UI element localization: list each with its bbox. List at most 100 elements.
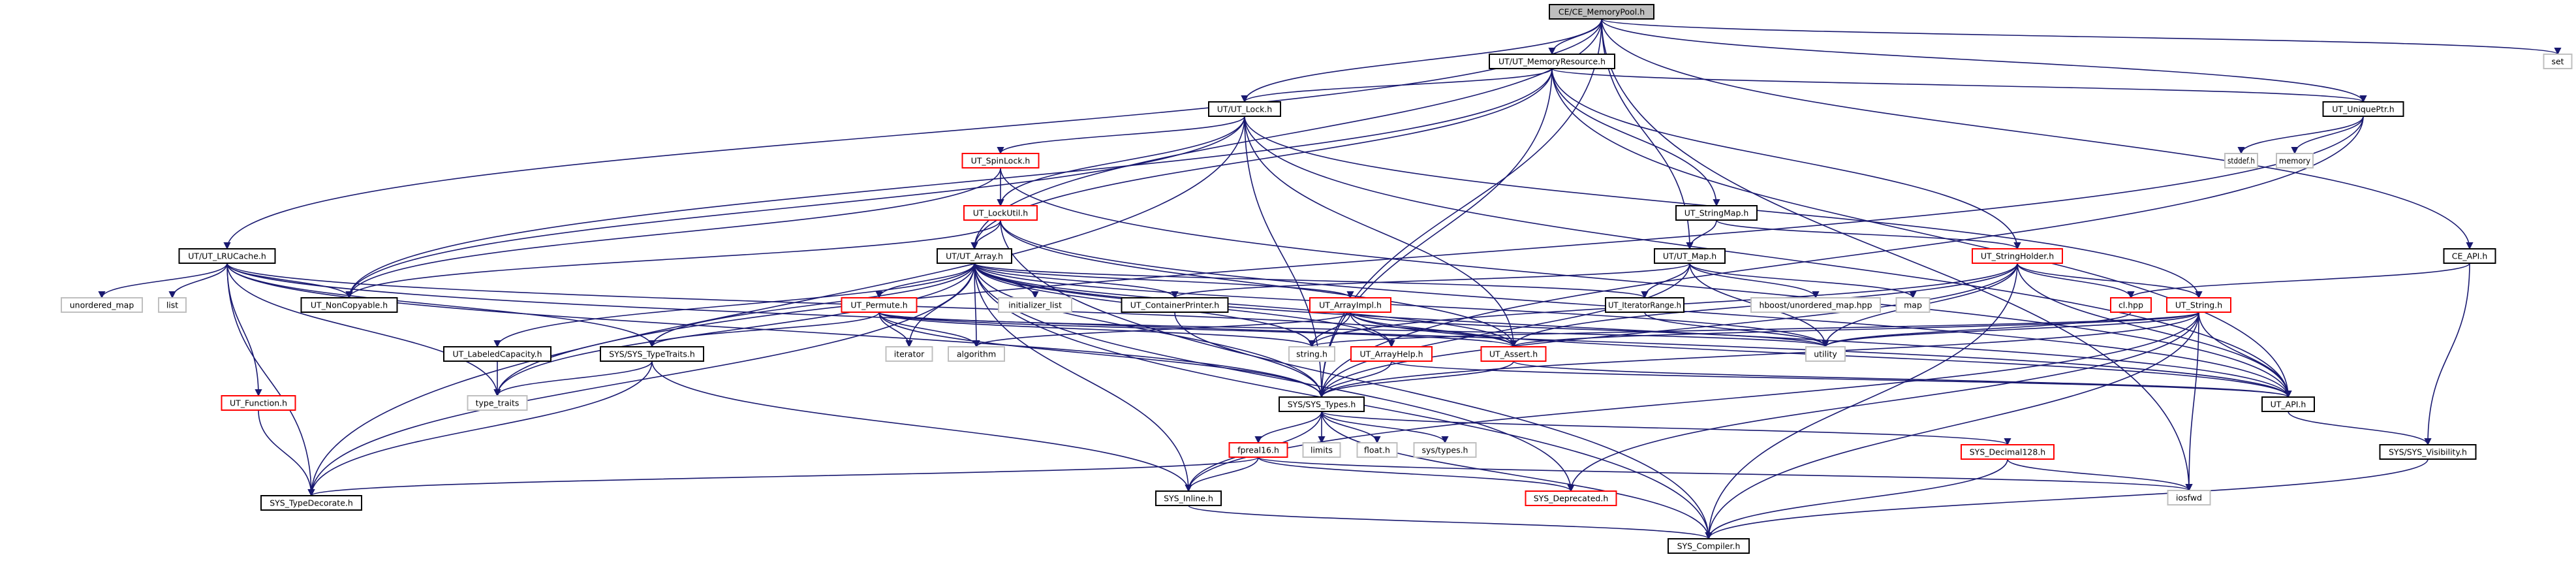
edge-path bbox=[905, 263, 975, 348]
edge-path bbox=[1641, 263, 1690, 299]
node-label: SYS_Deprecated.h bbox=[1534, 494, 1609, 504]
node-decimal128[interactable]: SYS_Decimal128.h bbox=[1961, 444, 2055, 460]
edge-path bbox=[493, 263, 975, 348]
edge-array-to-permute bbox=[875, 263, 975, 299]
edge-array-to-iterator bbox=[905, 263, 975, 348]
edge-path bbox=[307, 116, 1245, 497]
edge-utstring-to-iosfwd bbox=[2185, 312, 2199, 492]
node-spinlock[interactable]: UT_SpinLock.h bbox=[961, 153, 1040, 168]
node-root[interactable]: CE/CE_MemoryPool.h bbox=[1549, 4, 1654, 20]
edge-path bbox=[970, 219, 1001, 250]
node-arrayhelp[interactable]: UT_ArrayHelp.h bbox=[1350, 346, 1433, 362]
node-box bbox=[1525, 490, 1617, 506]
node-deprecated[interactable]: SYS_Deprecated.h bbox=[1525, 490, 1617, 506]
edge-arrayimpl-to-arrayhelp bbox=[1350, 312, 1395, 348]
node-inline[interactable]: SYS_Inline.h bbox=[1155, 490, 1222, 506]
edge-array-to-utapi bbox=[974, 263, 2292, 398]
edge-utstring-to-deprecated bbox=[1567, 312, 2199, 492]
node-box bbox=[2167, 490, 2211, 505]
node-label: UT_String.h bbox=[2175, 300, 2222, 310]
edge-path bbox=[2237, 116, 2364, 155]
node-box bbox=[2110, 297, 2152, 313]
node-label: UT_UniquePtr.h bbox=[2332, 104, 2394, 114]
node-typetraits_sys[interactable]: SYS/SYS_TypeTraits.h bbox=[600, 346, 704, 362]
edge-path bbox=[226, 263, 315, 497]
node-label: string.h bbox=[1296, 349, 1327, 359]
node-label: SYS/SYS_Visibility.h bbox=[2389, 447, 2467, 457]
node-label: UT_ArrayHelp.h bbox=[1359, 349, 1423, 359]
node-lockutil[interactable]: UT_LockUtil.h bbox=[963, 205, 1038, 221]
node-function[interactable]: UT_Function.h bbox=[221, 395, 296, 411]
node-utility: utility bbox=[1805, 346, 1846, 362]
node-iterrange[interactable]: UT_IteratorRange.h bbox=[1605, 297, 1684, 313]
edge-assert-to-utapi bbox=[1513, 361, 2292, 398]
edge-path bbox=[1548, 18, 1602, 56]
node-assert[interactable]: UT_Assert.h bbox=[1480, 346, 1547, 362]
node-compiler[interactable]: SYS_Compiler.h bbox=[1668, 538, 1750, 554]
edge-path bbox=[878, 312, 1316, 348]
node-containerprinter[interactable]: UT_ContainerPrinter.h bbox=[1121, 297, 1229, 313]
edge-lock-to-spinlock bbox=[997, 116, 1245, 155]
node-permute[interactable]: UT_Permute.h bbox=[841, 297, 918, 313]
edge-path bbox=[1318, 68, 1553, 398]
edge-sysvis-to-compiler bbox=[1705, 458, 2429, 540]
edge-root-to-memres bbox=[1548, 18, 1602, 56]
edge-path bbox=[878, 312, 913, 348]
node-lock[interactable]: UT/UT_Lock.h bbox=[1208, 101, 1281, 117]
node-systypes[interactable]: SYS/SYS_Types.h bbox=[1279, 396, 1365, 412]
node-sysvis[interactable]: SYS/SYS_Visibility.h bbox=[2379, 444, 2477, 460]
edge-path bbox=[1321, 411, 1713, 540]
node-label: UT_Permute.h bbox=[850, 300, 907, 310]
node-box bbox=[1961, 444, 2055, 460]
node-utapi[interactable]: UT_API.h bbox=[2261, 396, 2315, 412]
node-stringmap[interactable]: UT_StringMap.h bbox=[1675, 205, 1758, 221]
edge-path bbox=[997, 116, 1245, 207]
edge-path bbox=[2007, 458, 2193, 492]
edge-path bbox=[1822, 312, 2132, 348]
node-typedecorate[interactable]: SYS_TypeDecorate.h bbox=[260, 495, 362, 511]
edge-path bbox=[1705, 312, 2199, 540]
node-array[interactable]: UT/UT_Array.h bbox=[937, 248, 1012, 264]
edge-path bbox=[1171, 263, 1690, 299]
edge-path bbox=[970, 18, 1602, 250]
node-arrayimpl[interactable]: UT_ArrayImpl.h bbox=[1309, 297, 1391, 313]
edge-root-to-array bbox=[970, 18, 1602, 250]
edge-path bbox=[1321, 411, 1381, 444]
edge-lock-to-noncopyable bbox=[345, 116, 1245, 299]
node-label: SYS/SYS_TypeTraits.h bbox=[609, 349, 695, 359]
node-label: fpreal16.h bbox=[1237, 445, 1279, 455]
node-box bbox=[1605, 297, 1684, 313]
node-lrucache[interactable]: UT/UT_LRUCache.h bbox=[178, 248, 276, 264]
node-stddef: stddef.h bbox=[2224, 153, 2258, 168]
edge-path bbox=[2017, 263, 2135, 299]
node-fpreal16[interactable]: fpreal16.h bbox=[1228, 442, 1288, 458]
edge-utstring-to-systypes bbox=[1318, 312, 2199, 398]
node-box bbox=[1480, 346, 1547, 362]
node-clhpp[interactable]: cl.hpp bbox=[2110, 297, 2152, 313]
edge-path bbox=[974, 263, 1649, 299]
edge-path bbox=[1244, 116, 1517, 348]
node-labeledcap[interactable]: UT_LabeledCapacity.h bbox=[443, 346, 551, 362]
edge-path bbox=[1567, 312, 2199, 492]
node-noncopyable[interactable]: UT_NonCopyable.h bbox=[300, 297, 398, 313]
edge-lockutil-to-noncopyable bbox=[345, 219, 1001, 299]
node-map[interactable]: UT/UT_Map.h bbox=[1654, 248, 1726, 264]
node-memres[interactable]: UT/UT_MemoryResource.h bbox=[1489, 54, 1615, 69]
edge-memres-to-lock bbox=[1241, 68, 1553, 103]
node-box bbox=[2261, 396, 2315, 412]
node-label: SYS_Compiler.h bbox=[1677, 541, 1741, 551]
edge-path bbox=[1308, 312, 2199, 348]
edge-path bbox=[307, 361, 653, 497]
node-box bbox=[1675, 205, 1758, 221]
edge-path bbox=[878, 312, 1829, 348]
node-uniqueptr[interactable]: UT_UniquePtr.h bbox=[2322, 101, 2404, 117]
node-stringholder[interactable]: UT_StringHolder.h bbox=[1972, 248, 2063, 264]
node-label: UT/UT_MemoryResource.h bbox=[1498, 57, 1606, 67]
edge-utapi-to-sysvis bbox=[2288, 411, 2432, 446]
edge-arrayimpl-to-utility bbox=[1350, 312, 1829, 348]
node-utstring[interactable]: UT_String.h bbox=[2166, 297, 2231, 313]
edge-lrucache-to-unordered_map bbox=[98, 263, 228, 299]
node-ceapi[interactable]: CE_API.h bbox=[2443, 248, 2496, 264]
edge-utstring-to-stringh bbox=[1308, 312, 2199, 348]
edge-path bbox=[493, 116, 2364, 397]
